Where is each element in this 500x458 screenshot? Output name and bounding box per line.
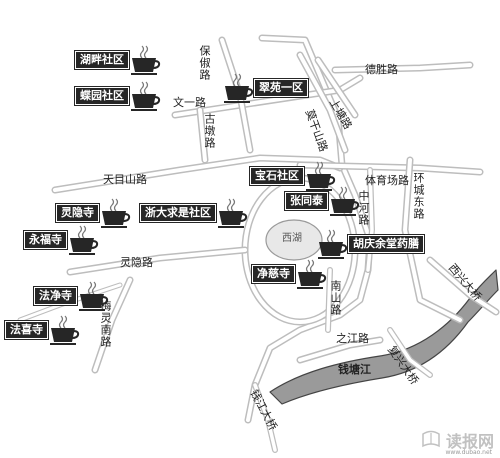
label-westlake: 西湖 xyxy=(282,233,302,244)
label-desheng-road: 德胜路 xyxy=(365,63,398,76)
teacup-icon xyxy=(297,259,327,289)
place-label: 胡庆余堂药膳 xyxy=(348,234,424,254)
teacup-icon xyxy=(50,315,80,345)
label-baochu-road: 保俶路 xyxy=(198,45,211,81)
river-qiantang xyxy=(269,269,499,405)
westlake-water xyxy=(265,219,323,261)
teacup-icon xyxy=(218,198,248,228)
label-gudun-road: 古墩路 xyxy=(203,113,216,149)
teacup-icon xyxy=(224,73,254,103)
teacup-icon xyxy=(131,81,161,111)
teacup-icon xyxy=(79,281,109,311)
teacup-icon xyxy=(101,198,131,228)
place-label: 净慈寺 xyxy=(252,264,295,284)
place-label: 永福寺 xyxy=(24,230,67,250)
place-label: 宝石社区 xyxy=(250,166,304,186)
teacup-icon xyxy=(318,229,348,259)
place-dieyuan[interactable]: 蝶园社区 xyxy=(75,80,161,112)
place-label: 法净寺 xyxy=(34,286,77,306)
place-fajing[interactable]: 法净寺 xyxy=(34,280,109,312)
place-yongfu[interactable]: 永福寺 xyxy=(24,224,99,256)
label-tiyuchang-road: 体育场路 xyxy=(365,174,409,187)
place-label: 翠苑一区 xyxy=(254,78,308,98)
watermark-logo-icon xyxy=(422,430,440,448)
place-label: 法喜寺 xyxy=(5,320,48,340)
place-huqingyu[interactable]: 胡庆余堂药膳 xyxy=(316,228,424,260)
teacup-icon xyxy=(330,186,360,216)
place-label: 灵隐寺 xyxy=(56,203,99,223)
watermark-url: www.dubao.net xyxy=(445,449,493,456)
teacup-icon xyxy=(69,225,99,255)
place-label: 蝶园社区 xyxy=(75,86,129,106)
place-baoshi[interactable]: 宝石社区 xyxy=(250,160,336,192)
place-label: 湖畔社区 xyxy=(75,50,129,70)
watermark-text: 读报网 xyxy=(445,432,494,451)
label-zhonghe-road: 中河路 xyxy=(357,190,370,226)
teacup-icon xyxy=(306,161,336,191)
place-cuiyuan[interactable]: 翠苑一区 xyxy=(222,72,308,104)
place-hupan[interactable]: 湖畔社区 xyxy=(75,44,161,76)
label-wenyi-road: 文一路 xyxy=(173,96,206,109)
label-meiling-road: 梅灵南路 xyxy=(99,300,112,348)
teacup-icon xyxy=(131,45,161,75)
watermark: 读报网 xyxy=(420,428,494,452)
place-label: 张同泰 xyxy=(285,191,328,211)
place-zhangtongtai[interactable]: 张同泰 xyxy=(285,185,360,217)
label-zhijiang-road: 之江路 xyxy=(336,332,369,345)
place-faxi[interactable]: 法喜寺 xyxy=(5,314,80,346)
place-lingyin[interactable]: 灵隐寺 xyxy=(56,197,131,229)
label-nanshan-road: 南山路 xyxy=(329,280,342,316)
label-huancheng-road: 环城东路 xyxy=(412,172,425,220)
place-zheda[interactable]: 浙大求是社区 xyxy=(140,197,248,229)
place-jingci[interactable]: 净慈寺 xyxy=(252,258,327,290)
label-qiantang-river: 钱塘江 xyxy=(338,363,371,376)
place-label: 浙大求是社区 xyxy=(140,203,216,223)
label-tianmushan-road: 天目山路 xyxy=(103,173,147,186)
label-lingyin-road: 灵隐路 xyxy=(120,256,153,269)
